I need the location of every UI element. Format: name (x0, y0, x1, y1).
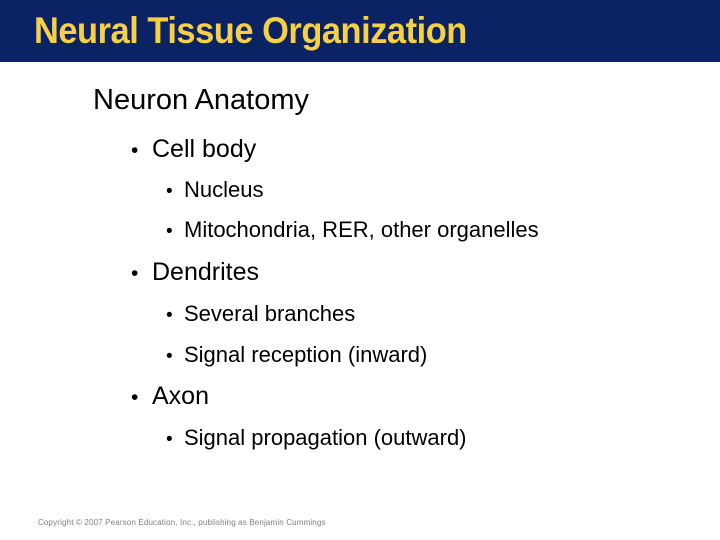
title-band: Neural Tissue Organization (0, 0, 720, 62)
bullet-label: Signal reception (inward) (184, 342, 428, 367)
bullet-item-dendrites: • Dendrites (131, 257, 259, 289)
bullet-dot-icon: • (166, 346, 173, 367)
bullet-label: Several branches (184, 301, 356, 326)
slide-body: Neuron Anatomy • Cell body • Nucleus • M… (0, 62, 720, 502)
bullet-label: Cell body (152, 135, 257, 163)
bullet-label: Signal propagation (outward) (184, 425, 467, 450)
bullet-item-several-branches: • Several branches (166, 300, 355, 329)
bullet-label: Nucleus (184, 177, 264, 202)
bullet-dot-icon: • (166, 429, 173, 450)
bullet-item-cell-body: • Cell body (131, 134, 256, 166)
bullet-dot-icon: • (166, 181, 173, 202)
bullet-item-nucleus: • Nucleus (166, 176, 263, 205)
bullet-item-axon: • Axon (131, 381, 209, 413)
bullet-label: Axon (152, 382, 209, 410)
slide-title: Neural Tissue Organization (34, 10, 467, 51)
bullet-label: Dendrites (152, 258, 259, 286)
section-heading-neuron-anatomy: Neuron Anatomy (93, 84, 310, 116)
bullet-dot-icon: • (131, 262, 139, 285)
bullet-item-mitochondria: • Mitochondria, RER, other organelles (166, 216, 539, 245)
bullet-dot-icon: • (131, 386, 139, 409)
bullet-item-signal-reception: • Signal reception (inward) (166, 341, 427, 370)
bullet-dot-icon: • (131, 139, 139, 162)
bullet-dot-icon: • (166, 221, 173, 242)
bullet-item-signal-propagation: • Signal propagation (outward) (166, 424, 467, 453)
copyright-notice: Copyright © 2007 Pearson Education, Inc.… (38, 518, 326, 527)
bullet-label: Mitochondria, RER, other organelles (184, 217, 539, 242)
bullet-dot-icon: • (166, 305, 173, 326)
